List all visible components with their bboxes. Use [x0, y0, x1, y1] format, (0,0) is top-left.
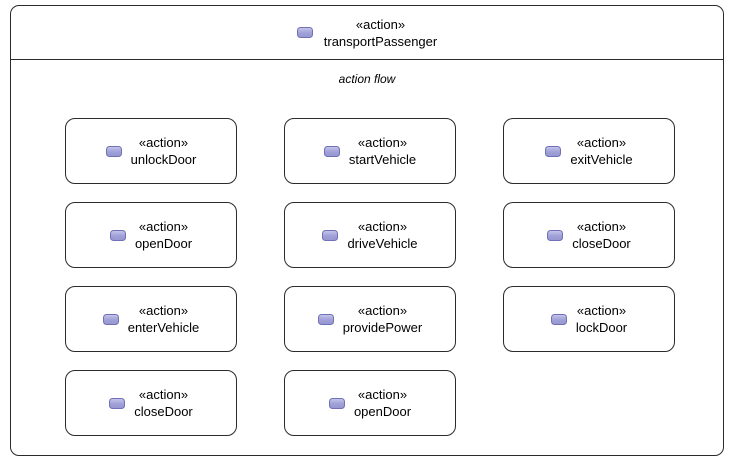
action-name: unlockDoor	[130, 152, 197, 167]
action-stereotype: «action»	[138, 219, 189, 234]
action-node-startVehicle[interactable]: «action» startVehicle	[284, 118, 456, 184]
action-icon	[317, 313, 334, 325]
action-node-closeDoor-2[interactable]: «action» closeDoor	[65, 370, 237, 436]
action-stereotype: «action»	[357, 303, 408, 318]
action-icon	[322, 229, 339, 241]
action-node-label: «action» closeDoor	[134, 386, 193, 420]
action-node-lockDoor[interactable]: «action» lockDoor	[503, 286, 675, 352]
action-node-label: «action» startVehicle	[349, 134, 416, 168]
frame-title: «action» transportPassenger	[324, 16, 437, 50]
action-name: closeDoor	[572, 236, 631, 251]
action-node-label: «action» driveVehicle	[347, 218, 417, 252]
action-name: closeDoor	[134, 404, 193, 419]
action-node-closeDoor[interactable]: «action» closeDoor	[503, 202, 675, 268]
action-icon	[296, 27, 313, 38]
activity-frame-transportPassenger[interactable]: «action» transportPassenger action flow …	[10, 5, 724, 456]
action-node-label: «action» openDoor	[354, 386, 411, 420]
action-name: driveVehicle	[347, 236, 418, 251]
action-icon	[547, 229, 564, 241]
action-stereotype: «action»	[576, 135, 627, 150]
action-stereotype: «action»	[576, 219, 627, 234]
action-node-openDoor-2[interactable]: «action» openDoor	[284, 370, 456, 436]
action-stereotype: «action»	[138, 303, 189, 318]
action-node-exitVehicle[interactable]: «action» exitVehicle	[503, 118, 675, 184]
action-stereotype: «action»	[357, 387, 408, 402]
action-icon	[545, 145, 562, 157]
action-stereotype: «action»	[357, 135, 408, 150]
action-stereotype: «action»	[138, 387, 189, 402]
action-name: openDoor	[134, 236, 193, 251]
frame-name: transportPassenger	[323, 33, 438, 49]
action-name: providePower	[342, 320, 423, 335]
action-node-label: «action» closeDoor	[572, 218, 631, 252]
action-icon	[102, 313, 119, 325]
compartment-label: action flow	[338, 72, 396, 86]
actions-grid: «action» unlockDoor «action» startVehicl…	[65, 118, 675, 436]
frame-stereotype: «action»	[355, 16, 406, 32]
action-icon	[328, 397, 345, 409]
action-stereotype: «action»	[357, 219, 408, 234]
action-node-openDoor[interactable]: «action» openDoor	[65, 202, 237, 268]
action-name: lockDoor	[575, 320, 628, 335]
action-node-label: «action» unlockDoor	[131, 134, 197, 168]
action-node-providePower[interactable]: «action» providePower	[284, 286, 456, 352]
frame-header[interactable]: «action» transportPassenger	[11, 6, 723, 60]
action-name: enterVehicle	[127, 320, 200, 335]
action-node-driveVehicle[interactable]: «action» driveVehicle	[284, 202, 456, 268]
action-node-label: «action» lockDoor	[576, 302, 627, 336]
action-name: startVehicle	[348, 152, 417, 167]
action-node-label: «action» providePower	[343, 302, 423, 336]
action-stereotype: «action»	[138, 135, 189, 150]
action-icon	[109, 397, 126, 409]
action-icon	[105, 145, 122, 157]
action-icon	[323, 145, 340, 157]
action-stereotype: «action»	[576, 303, 627, 318]
action-node-unlockDoor[interactable]: «action» unlockDoor	[65, 118, 237, 184]
action-node-label: «action» enterVehicle	[128, 302, 200, 336]
action-name: openDoor	[353, 404, 412, 419]
action-node-label: «action» exitVehicle	[570, 134, 632, 168]
action-node-enterVehicle[interactable]: «action» enterVehicle	[65, 286, 237, 352]
action-icon	[550, 313, 567, 325]
action-icon	[109, 229, 126, 241]
action-node-label: «action» openDoor	[135, 218, 192, 252]
action-name: exitVehicle	[570, 152, 633, 167]
